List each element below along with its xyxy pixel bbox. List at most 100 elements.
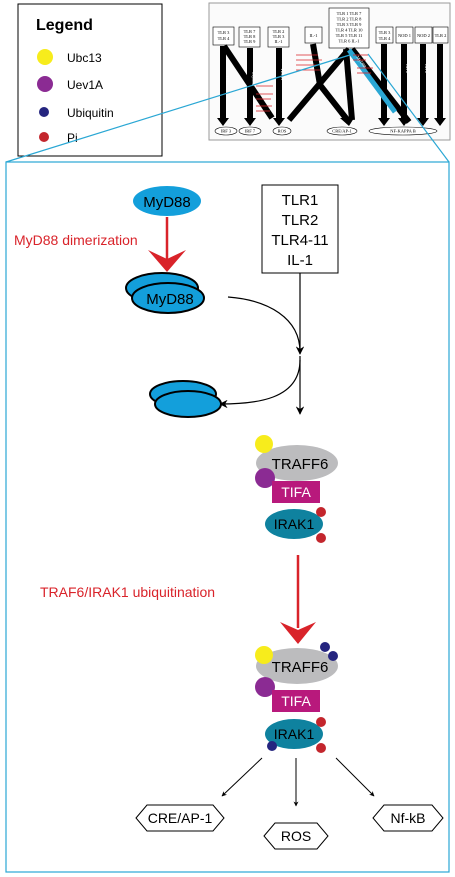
overview-box-7 bbox=[395, 26, 414, 44]
output-ros-label: ROS bbox=[281, 828, 311, 844]
released-dimer bbox=[149, 380, 222, 418]
zoom-connector bbox=[5, 53, 450, 163]
overview-bar-myd88-c bbox=[349, 47, 412, 124]
overview-box-9-line-1: TLR 2 bbox=[435, 33, 447, 38]
tifa-label-1: TIFA bbox=[281, 484, 311, 500]
overview-out-irf3-label: IRF 3 bbox=[221, 129, 232, 134]
output-creap1: CRE/AP-1 bbox=[135, 804, 225, 832]
overview-box-2-line-2: TLR 8 bbox=[244, 34, 257, 39]
pi-1a bbox=[316, 507, 326, 517]
overview-box-8-line-1: NOD 2 bbox=[417, 33, 430, 38]
signaling-complex-2: TRAFF6 TIFA IRAK1 bbox=[255, 642, 338, 753]
overview-label-trif: TRIF bbox=[225, 75, 230, 85]
ubc13-1 bbox=[255, 435, 273, 453]
pi-1b bbox=[316, 533, 326, 543]
overview-label-rip2-1: RIP2 bbox=[405, 64, 410, 73]
legend-swatch-pi bbox=[39, 132, 49, 142]
ubiquitination-arrow bbox=[280, 555, 316, 644]
overview-panel: TLR 3 TLR 4 TLR 7 TLR 8 TLR 9 TLR 2 TLR … bbox=[208, 2, 451, 141]
uev1a-2 bbox=[255, 677, 275, 697]
overview-box-5-line-3: TLR 3 TLR 9 bbox=[337, 22, 363, 27]
overview-box-5 bbox=[328, 7, 370, 49]
overview-box-4 bbox=[304, 26, 323, 44]
pi-2a bbox=[316, 717, 326, 727]
overview-box-3 bbox=[267, 26, 290, 48]
overview-out-irf7-label: IRF 7 bbox=[245, 129, 256, 134]
myd88-dimer-label: MyD88 bbox=[146, 291, 194, 308]
overview-box-5-line-6: TLR 6 IL-1 bbox=[339, 39, 360, 44]
ubiquitin-2a bbox=[320, 642, 330, 652]
legend-label-pi: Pi bbox=[67, 131, 78, 145]
overview-box-3-line-1: TLR 2 bbox=[273, 29, 285, 34]
pi-2b bbox=[316, 743, 326, 753]
detail-frame bbox=[5, 161, 450, 873]
signaling-complex-1: TRAFF6 TIFA IRAK1 bbox=[255, 435, 338, 543]
legend-label-ubc13: Ubc13 bbox=[67, 51, 102, 65]
receptor-tlr1: TLR1 bbox=[282, 192, 319, 209]
overview-box-5-line-4: TLR 4 TLR 10 bbox=[335, 28, 363, 33]
tifa-box-2 bbox=[272, 690, 320, 712]
upper-flow bbox=[219, 273, 305, 415]
tifa-label-2: TIFA bbox=[281, 693, 311, 709]
legend-swatch-ubc13 bbox=[37, 49, 53, 65]
overview-out-ros-label: ROS bbox=[278, 129, 287, 134]
overview-box-2-line-3: TLR 9 bbox=[244, 39, 257, 44]
overview-box-9 bbox=[432, 26, 449, 44]
overview-out-creap1-label: CRE/AP-1 bbox=[332, 129, 352, 134]
myd88-monomer: MyD88 bbox=[133, 186, 201, 216]
receptor-tlr4-11: TLR4-11 bbox=[271, 232, 328, 249]
ubc13-2 bbox=[255, 646, 273, 664]
traff6-label-1: TRAFF6 bbox=[272, 456, 329, 473]
dimerization-label: MyD88 dimerization bbox=[14, 232, 138, 248]
overview-box-2 bbox=[238, 26, 261, 48]
irak1-label-1: IRAK1 bbox=[274, 516, 315, 532]
overview-out-ros bbox=[272, 126, 292, 136]
overview-bar-myd88-b bbox=[343, 48, 355, 121]
overview-box-2-line-1: TLR 7 bbox=[244, 29, 257, 34]
receptor-il1: IL-1 bbox=[287, 252, 313, 269]
overview-box-6-line-1: TLR 3 bbox=[379, 30, 392, 35]
output-creap1-label: CRE/AP-1 bbox=[148, 810, 213, 826]
myd88-dimer bbox=[125, 272, 205, 314]
overview-out-irf7 bbox=[238, 126, 262, 136]
overview-out-nfkb bbox=[368, 126, 438, 136]
overview-label-tirap: TIRAP bbox=[280, 68, 285, 81]
output-nfkb-label: Nf-kB bbox=[391, 810, 426, 826]
overview-box-3-line-2: TLR 3 bbox=[273, 34, 286, 39]
overview-label-rip2-2: RIP2 bbox=[424, 64, 429, 73]
myd88-label: MyD88 bbox=[143, 194, 191, 211]
overview-box-1-line-2: TLR 4 bbox=[218, 36, 231, 41]
overview-box-5-line-5: TLR 5 TLR 11 bbox=[336, 33, 363, 38]
overview-box-3-line-3: IL-1 bbox=[275, 39, 283, 44]
legend-label-ubiquitin: Ubiquitin bbox=[67, 106, 114, 120]
overview-box-5-line-2: TLR 2 TLR 8 bbox=[337, 17, 363, 22]
overview-box-7-line-1: NOD 1 bbox=[398, 33, 411, 38]
dimerization-arrow bbox=[148, 217, 186, 272]
ubiquitin-2c bbox=[267, 741, 277, 751]
ubiquitination-label: TRAF6/IRAK1 ubiquitination bbox=[40, 584, 215, 600]
overview-label-myd88-1: MyD88 bbox=[251, 72, 256, 87]
overview-box-1-line-1: TLR 3 bbox=[218, 30, 231, 35]
overview-box-6-line-2: TLR 4 bbox=[379, 36, 392, 41]
overview-box-1 bbox=[212, 26, 235, 46]
receptor-box: TLR1 TLR2 TLR4-11 IL-1 bbox=[261, 184, 339, 274]
receptor-tlr2: TLR2 bbox=[282, 212, 319, 229]
overview-box-8 bbox=[414, 26, 433, 44]
overview-bar-myd88-a bbox=[286, 47, 352, 122]
output-nfkb: Nf-kB bbox=[372, 804, 444, 832]
legend-swatch-uev1a bbox=[37, 76, 53, 92]
overview-box-6 bbox=[375, 26, 394, 44]
legend-label-uev1a: Uev1A bbox=[67, 78, 103, 92]
legend: Legend Ubc13 Uev1A Ubiquitin Pi bbox=[17, 3, 163, 157]
ubiquitin-2b bbox=[328, 651, 338, 661]
irak1-label-2: IRAK1 bbox=[274, 726, 315, 742]
overview-box-4-line-1: IL-1 bbox=[310, 33, 318, 38]
overview-red-annotations bbox=[256, 54, 373, 112]
overview-out-nfkb-label: NF-KAPPA B bbox=[390, 129, 415, 134]
output-ros: ROS bbox=[263, 822, 329, 850]
traff6-label-2: TRAFF6 bbox=[272, 659, 329, 676]
uev1a-1 bbox=[255, 468, 275, 488]
overview-out-irf3 bbox=[214, 126, 238, 136]
legend-title: Legend bbox=[36, 17, 93, 34]
